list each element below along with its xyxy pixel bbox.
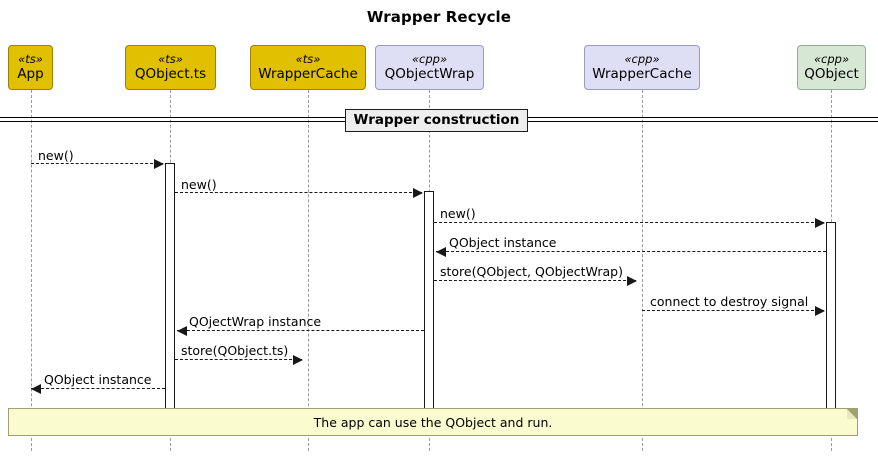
message-line-m9 bbox=[31, 388, 165, 389]
message-line-m2 bbox=[175, 192, 422, 193]
participant-stereotype: «ts» bbox=[295, 52, 321, 66]
participant-name: QObject bbox=[804, 66, 859, 83]
message-label-m6: connect to destroy signal bbox=[650, 294, 809, 309]
act-qobject-cpp bbox=[826, 222, 836, 431]
message-arrowhead-m2 bbox=[413, 188, 423, 198]
message-label-m8: store(QObject.ts) bbox=[181, 343, 289, 358]
message-arrowhead-m7 bbox=[177, 326, 187, 336]
participant-stereotype: «cpp» bbox=[624, 52, 660, 66]
message-line-m4 bbox=[436, 251, 826, 252]
participant-name: QObjectWrap bbox=[384, 66, 475, 83]
participant-name: QObject.ts bbox=[134, 66, 207, 83]
message-line-m7 bbox=[177, 330, 424, 331]
message-line-m1 bbox=[31, 163, 163, 164]
message-arrowhead-m1 bbox=[154, 159, 164, 169]
note-box: The app can use the QObject and run. bbox=[8, 408, 858, 436]
participant-stereotype: «cpp» bbox=[411, 52, 448, 66]
diagram-title: Wrapper Recycle bbox=[366, 8, 512, 26]
participant-app[interactable]: «ts»App bbox=[8, 45, 53, 90]
note-text: The app can use the QObject and run. bbox=[313, 415, 553, 430]
message-arrowhead-m9 bbox=[31, 384, 41, 394]
message-label-m3: new() bbox=[440, 206, 476, 221]
message-label-m5: store(QObject, QObjectWrap) bbox=[440, 264, 623, 279]
message-line-m8 bbox=[175, 359, 302, 360]
participant-wrapper_ts[interactable]: «ts»WrapperCache bbox=[250, 45, 366, 90]
message-line-m6 bbox=[642, 310, 824, 311]
participant-qobject_cpp[interactable]: «cpp»QObject bbox=[797, 45, 866, 90]
lifeline-wrapper_cpp bbox=[642, 90, 643, 451]
lifeline-wrapper_ts bbox=[308, 90, 309, 451]
message-arrowhead-m8 bbox=[293, 355, 303, 365]
participant-wrapper_cpp[interactable]: «cpp»WrapperCache bbox=[584, 45, 700, 90]
participant-stereotype: «ts» bbox=[18, 52, 43, 66]
lifeline-app bbox=[31, 90, 32, 451]
message-label-m9: QObject instance bbox=[44, 372, 152, 387]
act-qobject-ts bbox=[165, 163, 175, 431]
message-label-m7: QOjectWrap instance bbox=[189, 314, 322, 329]
message-arrowhead-m5 bbox=[627, 276, 637, 286]
participant-name: WrapperCache bbox=[592, 66, 692, 83]
participant-stereotype: «cpp» bbox=[813, 52, 850, 66]
participant-name: App bbox=[17, 66, 44, 83]
message-label-m1: new() bbox=[38, 148, 74, 163]
message-line-m3 bbox=[434, 222, 824, 223]
participant-stereotype: «ts» bbox=[158, 52, 183, 66]
message-label-m2: new() bbox=[181, 177, 217, 192]
divider-label: Wrapper construction bbox=[345, 109, 528, 132]
act-qobjectwrap bbox=[424, 191, 434, 431]
message-arrowhead-m4 bbox=[436, 247, 446, 257]
participant-name: WrapperCache bbox=[258, 66, 358, 83]
participant-qobjectwrap[interactable]: «cpp»QObjectWrap bbox=[375, 45, 484, 90]
message-line-m5 bbox=[434, 280, 636, 281]
message-label-m4: QObject instance bbox=[449, 235, 557, 250]
message-arrowhead-m3 bbox=[815, 218, 825, 228]
message-arrowhead-m6 bbox=[815, 306, 825, 316]
participant-qobject_ts[interactable]: «ts»QObject.ts bbox=[125, 45, 216, 90]
note-fold-corner-icon bbox=[847, 409, 857, 419]
